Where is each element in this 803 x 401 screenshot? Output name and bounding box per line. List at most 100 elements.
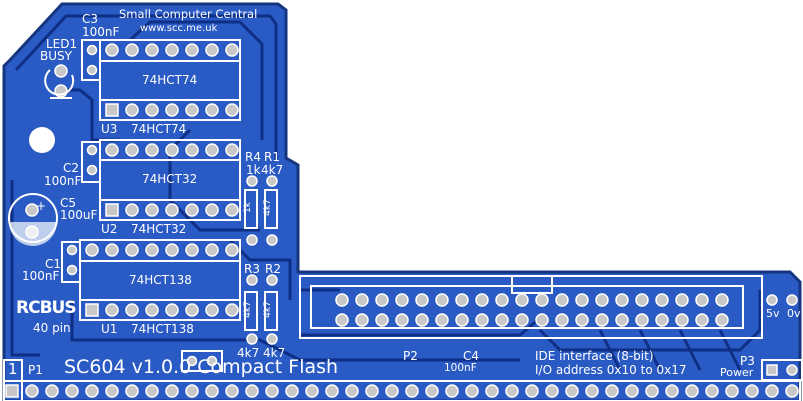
u2-pad — [105, 203, 119, 217]
u3-pad — [225, 103, 239, 117]
p1-pad — [445, 384, 459, 398]
p1-pad — [645, 384, 659, 398]
u1-pad — [145, 303, 159, 317]
p1-pad — [65, 384, 79, 398]
r3-body — [244, 291, 258, 331]
u3-value: 74HCT74 — [131, 122, 187, 136]
p2-pad — [655, 313, 669, 327]
r1-body-label: 4k7 — [262, 199, 273, 216]
u2-pad — [205, 143, 219, 157]
u1-pad — [185, 243, 199, 257]
c4-pad — [206, 355, 218, 367]
u3-pad — [125, 43, 139, 57]
u3-pad — [185, 103, 199, 117]
c4-ref: C4 — [463, 349, 480, 363]
r3-value: 4k7 — [237, 346, 260, 360]
p1-pad — [265, 384, 279, 398]
p2-inner-outline — [310, 285, 744, 329]
u1-body: 74HCT138 — [129, 273, 192, 287]
p2-pad — [435, 293, 449, 307]
p1-pad — [505, 384, 519, 398]
c5-pad — [25, 203, 39, 217]
u3-pad — [165, 103, 179, 117]
u3-pad — [225, 43, 239, 57]
p2-pad — [635, 293, 649, 307]
r1-value: 4k7 — [261, 163, 284, 177]
p2-pad — [635, 313, 649, 327]
u2-pad — [165, 203, 179, 217]
p3-ref: P3 — [740, 354, 755, 368]
u1-pad — [165, 303, 179, 317]
p3-pin-0v: 0v — [787, 307, 801, 320]
u2-pad — [125, 143, 139, 157]
p1-pad — [485, 384, 499, 398]
c1-outline — [61, 241, 81, 283]
p1-pad — [725, 384, 739, 398]
p2-pad — [495, 293, 509, 307]
r4-body — [244, 189, 258, 229]
u3-pad — [125, 103, 139, 117]
p2-pad — [535, 313, 549, 327]
r2-body — [264, 291, 278, 331]
p1-pad — [45, 384, 59, 398]
p3-pad — [786, 364, 798, 376]
c4-outline — [181, 350, 223, 372]
c1-pad — [66, 244, 78, 256]
c3-value: 100nF — [82, 25, 120, 39]
p2-pad — [475, 313, 489, 327]
r4-pad — [246, 234, 258, 246]
r3-body-label: 4k7 — [242, 301, 253, 318]
led1-pad — [54, 64, 68, 78]
p1-pad — [785, 384, 799, 398]
r2-pad — [266, 274, 278, 286]
p2-pad — [355, 313, 369, 327]
r2-body-label: 4k7 — [262, 301, 273, 318]
p1-pad — [745, 384, 759, 398]
header-line1: Small Computer Central — [119, 7, 258, 21]
c4-pad — [186, 355, 198, 367]
c2-value: 100nF — [44, 174, 82, 188]
u2-pad — [105, 143, 119, 157]
u3-pad — [165, 43, 179, 57]
u3-body: 74HCT74 — [142, 73, 198, 87]
u1-pad — [85, 243, 99, 257]
r3-pad — [246, 333, 258, 345]
r1-ref: R1 — [264, 150, 280, 164]
u2-pad — [125, 203, 139, 217]
p2-pad — [375, 293, 389, 307]
c1-ref: C1 — [45, 257, 62, 271]
p1-pad — [165, 384, 179, 398]
p2-pad — [555, 313, 569, 327]
p2-pad — [675, 313, 689, 327]
p1-pad — [325, 384, 339, 398]
c4-value: 100nF — [444, 362, 477, 374]
c3-ref: C3 — [82, 12, 99, 26]
u1-pad — [185, 303, 199, 317]
led1-outline — [44, 69, 75, 99]
u2-pad — [185, 143, 199, 157]
u1-pad — [85, 303, 99, 317]
u2-value: 74HCT32 — [131, 222, 187, 236]
p1-pin1-label: 1 — [8, 360, 18, 378]
p1-pad — [685, 384, 699, 398]
u1-pad — [225, 303, 239, 317]
p2-pad — [715, 313, 729, 327]
u3-pad — [105, 103, 119, 117]
u1-pad — [125, 303, 139, 317]
p1-pad — [85, 384, 99, 398]
r4-body-label: 1k — [242, 202, 253, 213]
p3-top-pad — [766, 294, 778, 306]
u1-pad — [205, 243, 219, 257]
u3-pad — [205, 103, 219, 117]
c2-pad — [86, 144, 98, 156]
p2-pad — [555, 293, 569, 307]
c3-pad — [86, 64, 98, 76]
p2-pad — [395, 293, 409, 307]
notes-line1: IDE interface (8-bit) — [535, 349, 654, 363]
p2-pad — [395, 313, 409, 327]
c2-ref: C2 — [63, 161, 80, 175]
c1-value: 100nF — [22, 269, 60, 283]
r1-pad — [266, 234, 278, 246]
p1-pad — [525, 384, 539, 398]
